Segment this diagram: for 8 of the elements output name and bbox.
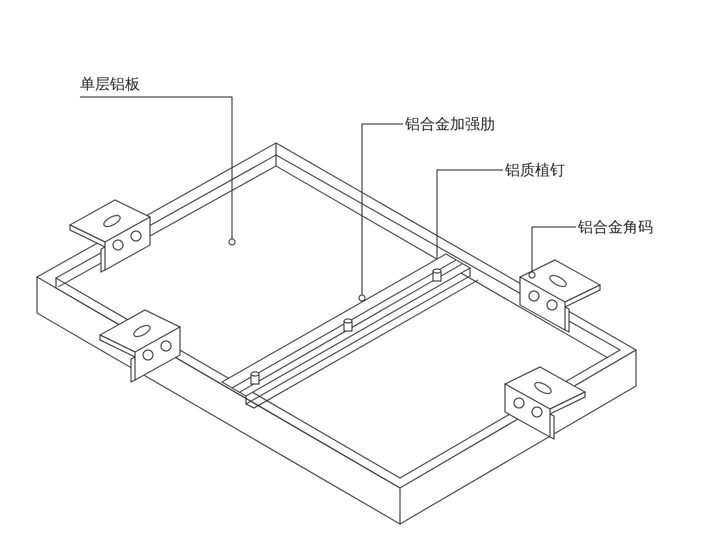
leader-line <box>358 124 404 302</box>
leader-line <box>80 96 236 246</box>
leader-line <box>528 226 576 278</box>
part-label: 单层铝板 <box>80 74 141 94</box>
part-label: 铝合金角码 <box>578 217 654 237</box>
leader-line <box>436 170 504 258</box>
part-label: 铝合金加强肋 <box>405 114 496 134</box>
part-label: 铝质植钉 <box>505 160 566 180</box>
